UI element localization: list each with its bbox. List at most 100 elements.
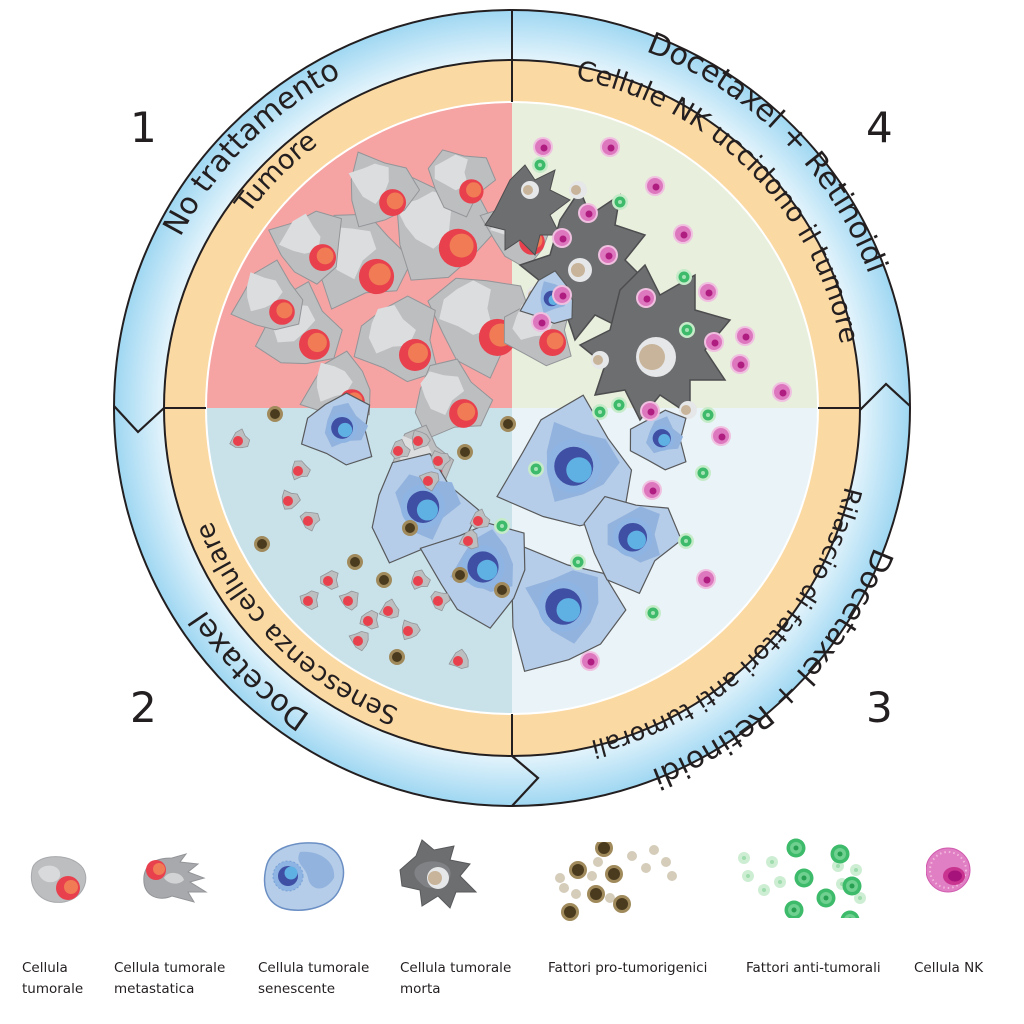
nk-cell <box>698 282 718 302</box>
treatment-cycle-diagram: No trattamento Tumore Docetaxel + Retino… <box>113 9 911 807</box>
legend-label: Cellula tumorale <box>22 960 84 997</box>
metastatic-cell <box>412 429 431 451</box>
legend-item-anti-tumor-factors: Fattori anti-tumorali <box>738 820 906 1024</box>
metastatic-cell <box>338 590 359 611</box>
metastatic-tumor-cell-icon <box>143 853 208 903</box>
nk-cell <box>533 137 553 157</box>
metastatic-cell <box>291 460 311 481</box>
pro-tumorigenic-factor <box>452 567 468 583</box>
metastatic-cell <box>458 529 479 550</box>
legend-item-metastatic-cell: Cellula tumorale metastatica <box>114 820 244 1024</box>
pro-tumorigenic-factor <box>347 554 363 570</box>
senescent-cell <box>496 394 633 527</box>
tumor-cell <box>230 259 304 331</box>
metastatic-cell <box>390 438 411 460</box>
pro-tumorigenic-factor <box>500 416 516 432</box>
metastatic-cell <box>469 508 491 529</box>
nk-cell <box>640 401 660 421</box>
tumor-cell-icon <box>30 856 87 903</box>
legend-item-dead-cell: Cellula tumorale morta <box>399 820 530 1024</box>
metastatic-cell <box>402 619 421 641</box>
senescent-cell <box>629 409 687 471</box>
pro-tumorigenic-factor <box>376 572 392 588</box>
step-4-number: 4 <box>866 103 893 152</box>
nk-cell <box>696 569 716 589</box>
pro-tumorigenic-factor <box>389 649 405 665</box>
legend-label: Cellula NK <box>914 960 984 976</box>
step-3-number: 3 <box>866 683 893 732</box>
metastatic-cell <box>348 630 369 652</box>
nk-cell <box>598 245 618 265</box>
nk-cell <box>772 382 792 402</box>
anti-tumor-factor <box>612 194 628 210</box>
legend-item-senescent-cell: Cellula tumorale senescente <box>258 820 388 1024</box>
anti-tumor-factor <box>695 465 711 481</box>
nk-cell-icon <box>926 847 971 893</box>
nk-cell <box>552 228 572 248</box>
nk-cell <box>552 285 572 305</box>
legend-item-nk-cell: Cellula NK <box>914 820 1014 1024</box>
pro-tumorigenic-factor <box>267 406 283 422</box>
tumor-cell <box>267 210 343 285</box>
anti-tumor-factors-icon <box>738 838 866 918</box>
anti-tumor-factor <box>528 461 544 477</box>
metastatic-cell <box>359 609 379 630</box>
legend-label: Cellula tumorale senescente <box>258 960 370 997</box>
pro-tumorigenic-factor <box>494 582 510 598</box>
senescent-cell <box>583 495 683 595</box>
tumor-cell <box>414 358 494 440</box>
nk-cell <box>645 176 665 196</box>
senescent-tumor-cell-icon <box>263 842 345 911</box>
nk-cell <box>580 651 600 671</box>
legend-label: Fattori pro-tumorigenici <box>548 960 708 976</box>
anti-tumor-factor <box>494 518 510 534</box>
nk-cell <box>730 354 750 374</box>
anti-tumor-factor <box>645 605 661 621</box>
nk-cell <box>636 288 656 308</box>
senescent-cell <box>300 392 373 466</box>
nk-cell <box>735 326 755 346</box>
pro-tumorigenic-factor <box>457 444 473 460</box>
legend-label: Cellula tumorale morta <box>400 960 512 997</box>
legend-item-tumor-cell: Cellula tumorale <box>22 820 132 1024</box>
legend-item-pro-tumorigenic-factors: Fattori pro-tumorigenici <box>548 820 728 1024</box>
metastatic-cell <box>299 590 319 611</box>
anti-tumor-factor <box>570 554 586 570</box>
chevron-arrow-icon <box>511 755 540 807</box>
anti-tumor-factor <box>532 157 548 173</box>
dead-tumor-cell-icon <box>399 839 478 909</box>
metastatic-cell <box>320 570 339 590</box>
metastatic-cell <box>299 511 321 532</box>
tumor-cell <box>348 151 421 228</box>
step-1-number: 1 <box>130 103 157 152</box>
nk-cell <box>600 137 620 157</box>
anti-tumor-factor <box>678 533 694 549</box>
metastatic-cell <box>229 428 251 449</box>
cell-cluster-illustration <box>229 137 792 673</box>
nk-cell <box>642 480 662 500</box>
tumor-cell <box>395 175 498 281</box>
nk-cell <box>531 312 551 332</box>
anti-tumor-factor <box>611 397 627 413</box>
legend-label: Fattori anti-tumorali <box>746 960 881 976</box>
metastatic-cell <box>418 471 440 492</box>
legend: Cellula tumorale Cellula tumorale metast… <box>0 820 1024 1024</box>
tumor-cell <box>427 149 497 218</box>
anti-tumor-factor <box>679 322 695 338</box>
chevron-arrow-icon <box>859 382 911 411</box>
pro-tumorigenic-factors-icon <box>555 842 677 921</box>
chevron-arrow-icon <box>113 405 165 434</box>
metastatic-cell <box>430 590 451 612</box>
legend-label: Cellula tumorale metastatica <box>114 960 226 997</box>
nk-cell <box>704 332 724 352</box>
nk-cell <box>673 224 693 244</box>
metastatic-cell <box>281 489 301 510</box>
pro-tumorigenic-factor <box>402 520 418 536</box>
metastatic-cell <box>378 598 400 619</box>
anti-tumor-factor <box>676 269 692 285</box>
step-2-number: 2 <box>130 683 157 732</box>
nk-cell <box>711 426 731 446</box>
metastatic-cell <box>411 569 431 590</box>
metastatic-cell <box>431 450 451 471</box>
senescent-cell <box>511 545 627 673</box>
